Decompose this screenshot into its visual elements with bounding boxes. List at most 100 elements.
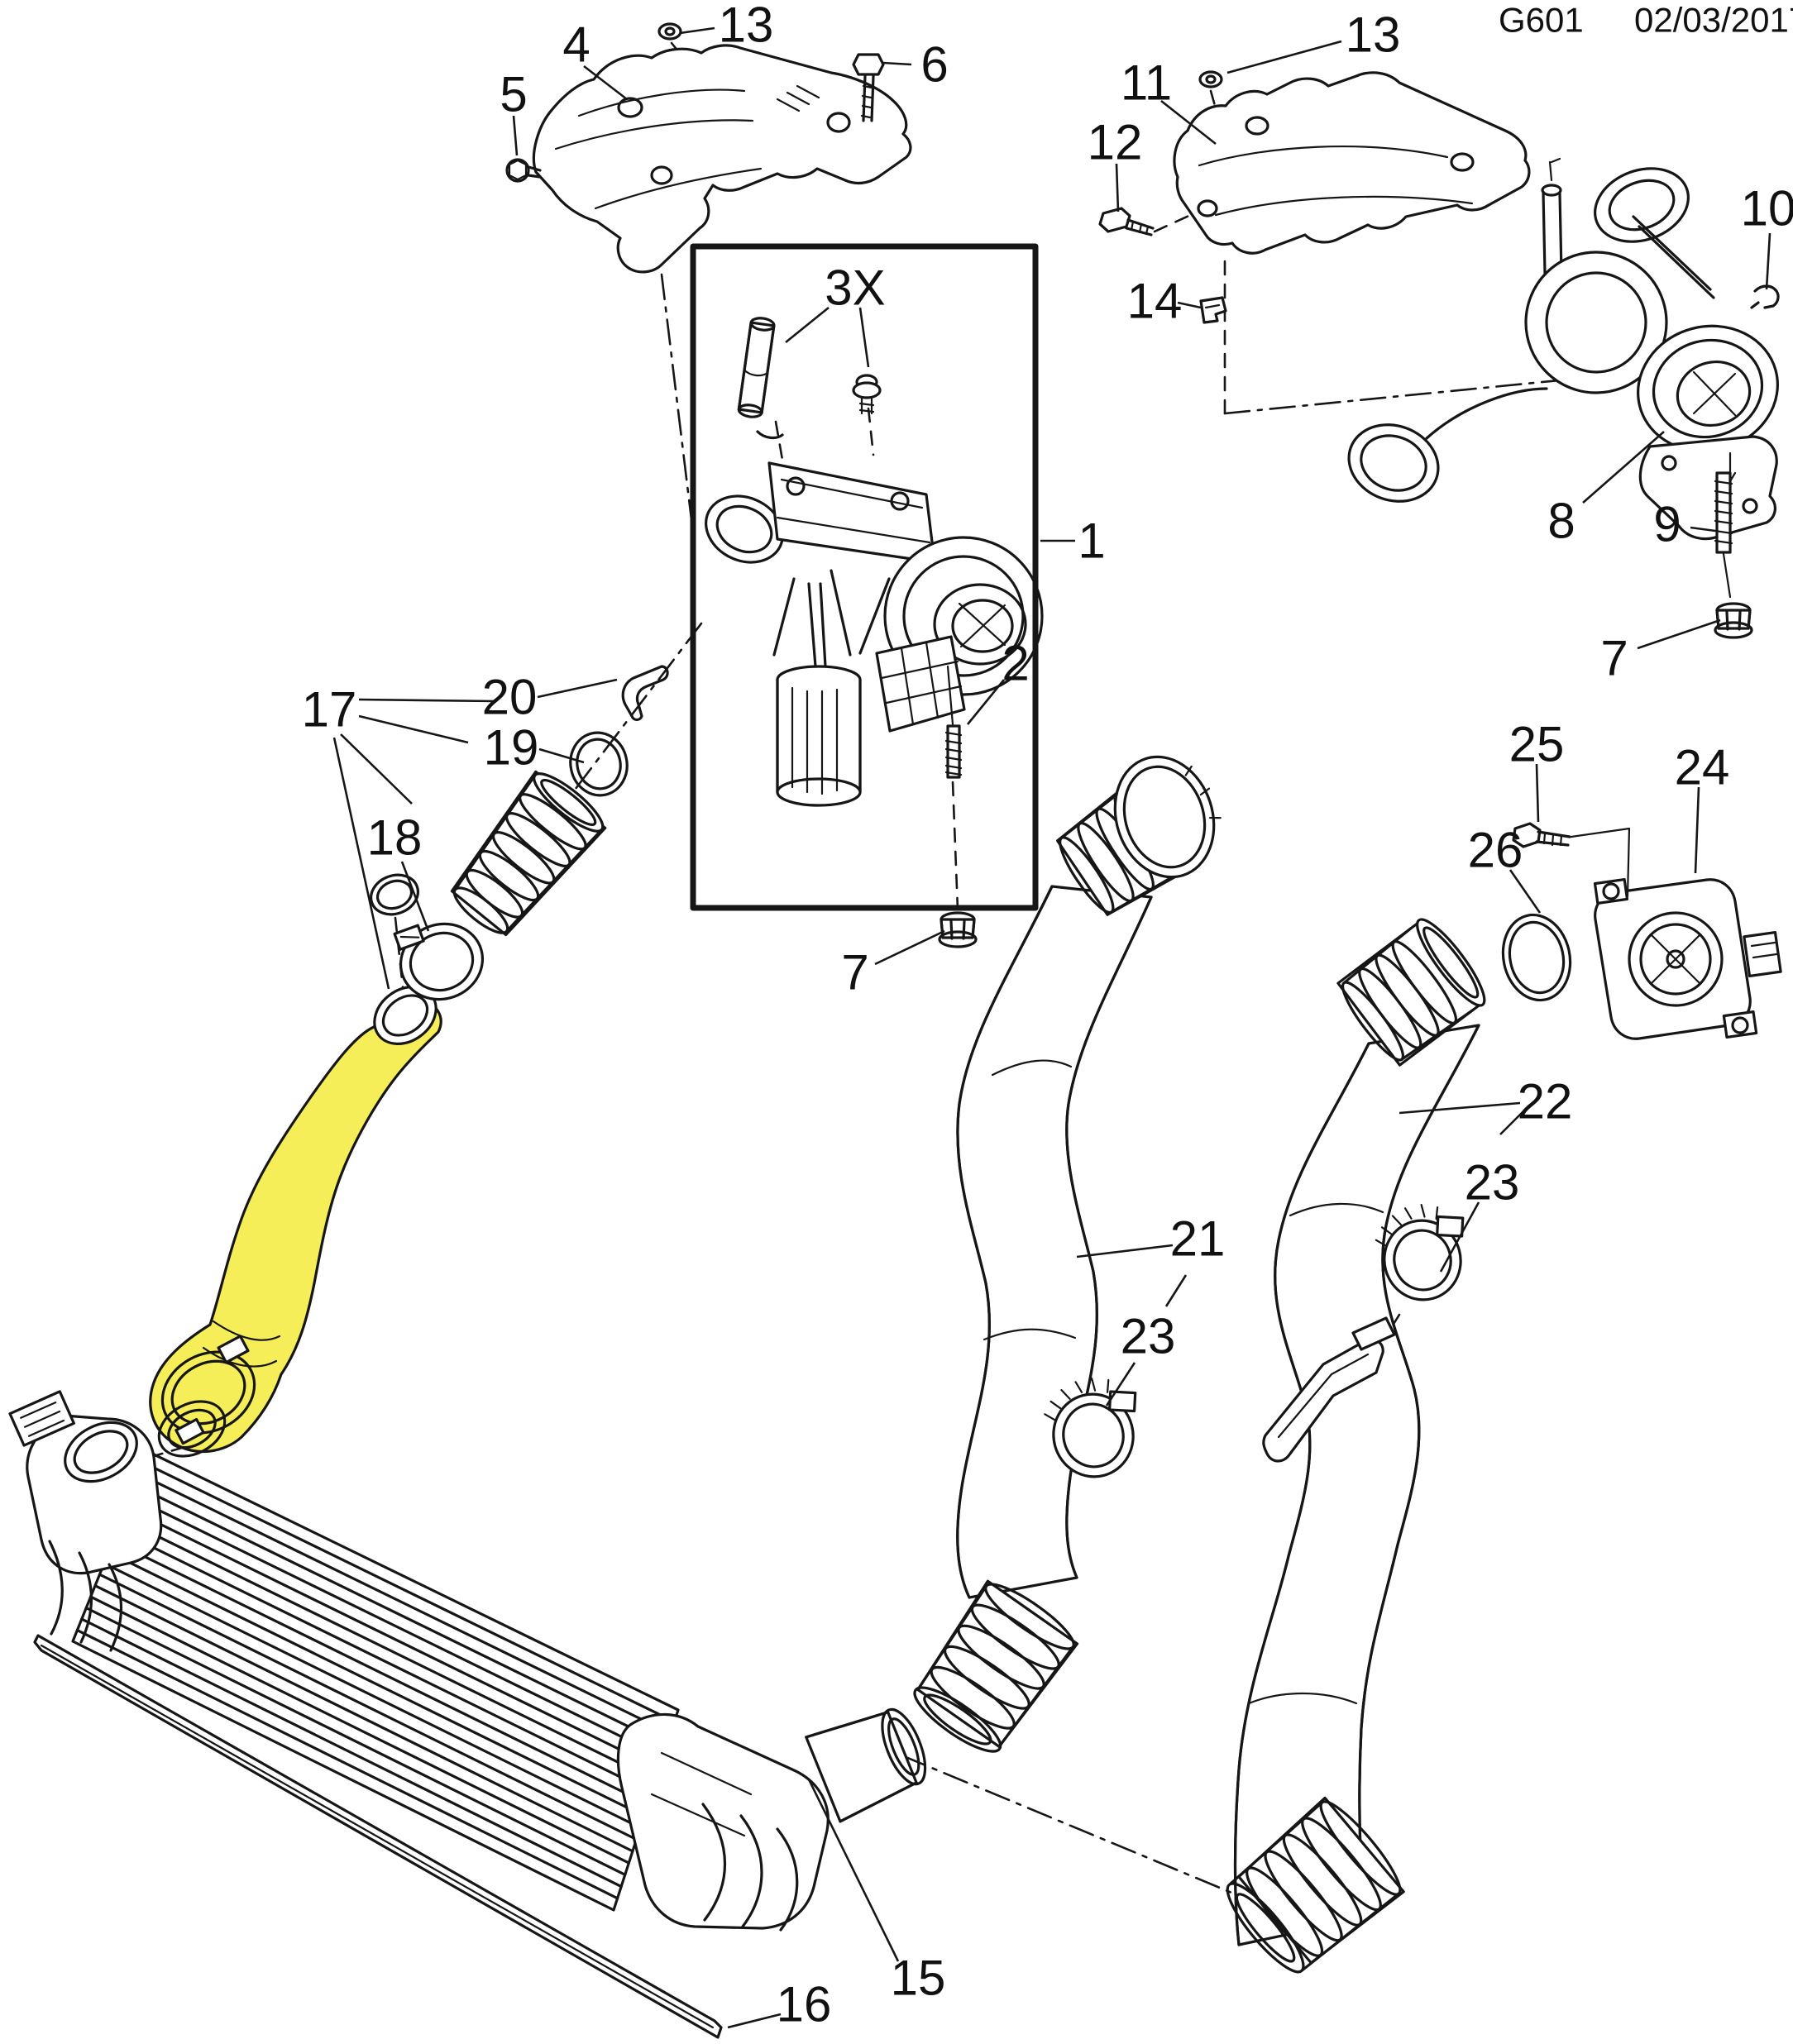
- hose-clamp-23-right: [1375, 1203, 1465, 1301]
- axis-shield-rear-diag: [1223, 374, 1611, 415]
- bolt25-pointer: [1570, 827, 1631, 898]
- header-date: 02/03/2017: [1634, 1, 1793, 40]
- hose22-bracket: [1262, 1316, 1396, 1463]
- heat-shield-rear: [1173, 71, 1531, 255]
- corrugated-connector-17: [450, 770, 607, 937]
- leader-line-7-center: [874, 929, 945, 966]
- callout-label-2: 2: [1002, 636, 1029, 691]
- snap-ring-3x: [756, 430, 784, 440]
- shield11-hole: [1450, 152, 1475, 172]
- intake-hose-middle: [913, 755, 1222, 1753]
- intercooler-inlet-opening: [64, 1421, 138, 1483]
- callout-label-9: 9: [1653, 497, 1681, 552]
- seal-ring-17: [370, 873, 419, 916]
- callout-label-13-front: 13: [719, 0, 774, 53]
- throttle-body: [1593, 878, 1782, 1040]
- leader-line-3x: [785, 306, 830, 344]
- leader-line-7-rear: [1637, 618, 1721, 650]
- hose-clamp-23-middle: [1044, 1378, 1137, 1478]
- turbo-pipe-stub: [1542, 190, 1563, 275]
- leader-line-15: [807, 1779, 900, 1962]
- intercooler-outlet-stub: [805, 1707, 927, 1823]
- bolt-6: [852, 53, 885, 122]
- callout-label-3x: 3X: [825, 260, 885, 316]
- intercooler-tube: [116, 1528, 653, 1794]
- leader-line-22: [1399, 1101, 1521, 1115]
- callout-label-25: 25: [1509, 717, 1565, 772]
- turbocharger-rear: [1347, 157, 1779, 541]
- shield4-hole: [650, 165, 673, 185]
- washer-13-front: [657, 22, 682, 41]
- callout-label-19: 19: [484, 720, 539, 776]
- intercooler-mounting-strip: [33, 1634, 723, 2039]
- leader-line-22: [1499, 1109, 1526, 1135]
- callout-label-10: 10: [1741, 181, 1793, 236]
- screw-3x: [852, 374, 882, 415]
- turbo-actuator-canister: [776, 582, 862, 807]
- leader-line-20: [537, 678, 618, 699]
- clip-10: [1750, 284, 1780, 309]
- turbo-bracket-arms: [772, 569, 891, 657]
- vacuum-nipple: [1548, 157, 1561, 182]
- leader-line-6: [882, 61, 912, 66]
- intercooler-tube: [129, 1495, 665, 1759]
- intercooler-tube: [93, 1584, 634, 1853]
- leader-line-21: [1164, 1274, 1188, 1307]
- callout-label-11: 11: [1121, 55, 1172, 111]
- detail-frame-box: [690, 243, 1039, 911]
- stud2-link: [946, 665, 954, 726]
- intercooler-core-tubes: [75, 1461, 677, 1900]
- intercooler-right-fins: [701, 1803, 799, 1932]
- hose22-right-edge: [1358, 1024, 1480, 1920]
- leader-line-24: [1694, 786, 1700, 874]
- leader-line-23-right: [1439, 1201, 1480, 1273]
- leader-line-16: [727, 2013, 782, 2029]
- actuator-rod: [1632, 215, 1715, 299]
- hose22-bottom-bellows: [1226, 1796, 1405, 1974]
- leader-line-18: [400, 861, 430, 932]
- hose21-right-edge: [1065, 895, 1153, 1579]
- callout-label-5: 5: [500, 67, 527, 122]
- hose17-body: [149, 1000, 442, 1454]
- leader-line-2: [966, 679, 1006, 725]
- leader-line-21: [1076, 1244, 1174, 1258]
- axis-bolt12: [1153, 212, 1196, 233]
- turbo-egr-block: [875, 635, 966, 733]
- mounting-flange: [1638, 435, 1778, 541]
- intercooler-tube: [120, 1517, 657, 1783]
- bolt-25: [1512, 822, 1631, 898]
- callout-label-6: 6: [920, 37, 948, 93]
- callout-label-22: 22: [1518, 1074, 1573, 1129]
- hose21-clamp-ring: [1113, 755, 1222, 879]
- callout-label-23-middle: 23: [1121, 1309, 1176, 1364]
- intercooler-right-tank: [616, 1707, 927, 1932]
- callout-label-7-center: 7: [841, 945, 868, 1001]
- leader-line-14: [1177, 301, 1202, 309]
- intercooler-tube: [138, 1473, 672, 1736]
- callout-label-1: 1: [1078, 513, 1105, 569]
- leader-line-11: [1160, 99, 1217, 146]
- shield11-hole: [1197, 199, 1218, 217]
- stud-9: [1714, 471, 1733, 599]
- outlet-hose-right: [1226, 918, 1486, 1974]
- leader-line-17: [340, 733, 413, 805]
- turbocharger-center: [705, 461, 1044, 807]
- callout-label-18: 18: [367, 810, 423, 866]
- bolt-5: [505, 158, 542, 183]
- callout-label-23-right: 23: [1465, 1155, 1520, 1211]
- hose21-left-edge: [956, 885, 1054, 1599]
- throttle-connector: [1743, 930, 1782, 978]
- leader-line-26: [1509, 869, 1542, 914]
- leader-line-8: [1582, 431, 1665, 504]
- callout-label-21: 21: [1170, 1211, 1226, 1267]
- callout-label-15: 15: [891, 1951, 946, 2006]
- intercooler-tube: [103, 1562, 642, 1829]
- leader-line-17: [332, 737, 390, 990]
- shield11-hole: [1245, 116, 1269, 136]
- leader-line-9: [1690, 526, 1716, 532]
- intercooler-tube: [80, 1617, 623, 1889]
- retaining-clip-20: [621, 665, 669, 722]
- intercooler-tube: [142, 1461, 677, 1723]
- intercooler: [8, 1390, 927, 1932]
